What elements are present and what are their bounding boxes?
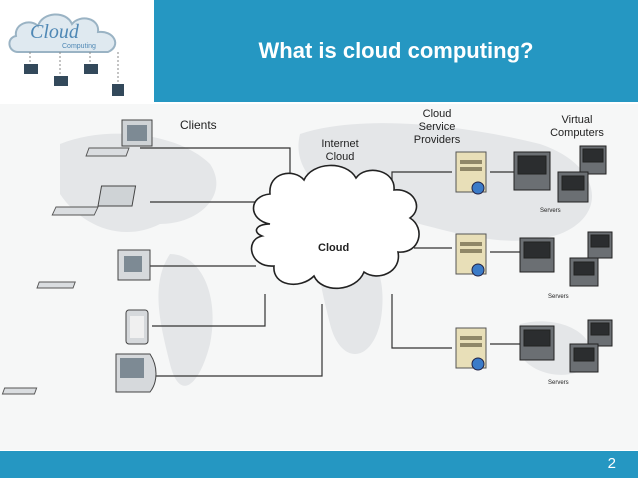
slide-footer: 2 — [0, 451, 638, 478]
logo-text-main: Cloud — [30, 21, 80, 43]
virtual-computer-group-3 — [519, 319, 613, 373]
virtual-computer-group-2 — [519, 231, 613, 287]
logo-graphic: Cloud Computing — [8, 13, 124, 96]
client-line-5 — [148, 304, 323, 377]
servers-label-3: Servers — [548, 380, 569, 386]
cloud-label: Cloud — [318, 242, 350, 254]
servers-label-2: Servers — [548, 294, 569, 300]
provider-server-icon-1 — [455, 151, 487, 195]
logo-device-icon — [112, 84, 124, 96]
provider-server-icon-3 — [455, 327, 487, 371]
internet-cloud-label: Internet Cloud — [321, 138, 359, 163]
desktop-computer-icon — [85, 119, 153, 157]
virtual-computer-group-1 — [513, 145, 607, 203]
logo-text-sub: Computing — [62, 43, 96, 50]
client-line-4 — [152, 294, 266, 327]
logo-laptop-icon — [54, 76, 68, 86]
logo-monitor-icon — [24, 64, 38, 74]
cloud-computing-logo: Cloud Computing — [0, 0, 154, 102]
tablet-icon — [125, 309, 149, 345]
provider-line-3 — [391, 294, 452, 349]
terminal-icon — [1, 353, 157, 395]
diagram-svg — [1, 119, 613, 395]
slide-title: What is cloud computing? — [258, 38, 534, 63]
workstation-icon — [36, 249, 151, 289]
cloud-shape — [250, 164, 420, 290]
provider-server-icon-2 — [455, 233, 487, 277]
servers-label-1: Servers — [540, 208, 561, 214]
virtual-computers-label: Virtual Computers — [550, 114, 604, 139]
page-number: 2 — [607, 455, 616, 472]
logo-monitor-icon — [84, 64, 98, 74]
laptop-icon — [51, 185, 137, 216]
slide-header: Cloud Computing What is cloud computing? — [0, 0, 638, 102]
cloud-diagram: Clients Internet Cloud Cloud Cloud Servi… — [0, 104, 638, 450]
providers-label: Cloud Service Providers — [413, 108, 461, 146]
clients-label: Clients — [180, 118, 217, 132]
